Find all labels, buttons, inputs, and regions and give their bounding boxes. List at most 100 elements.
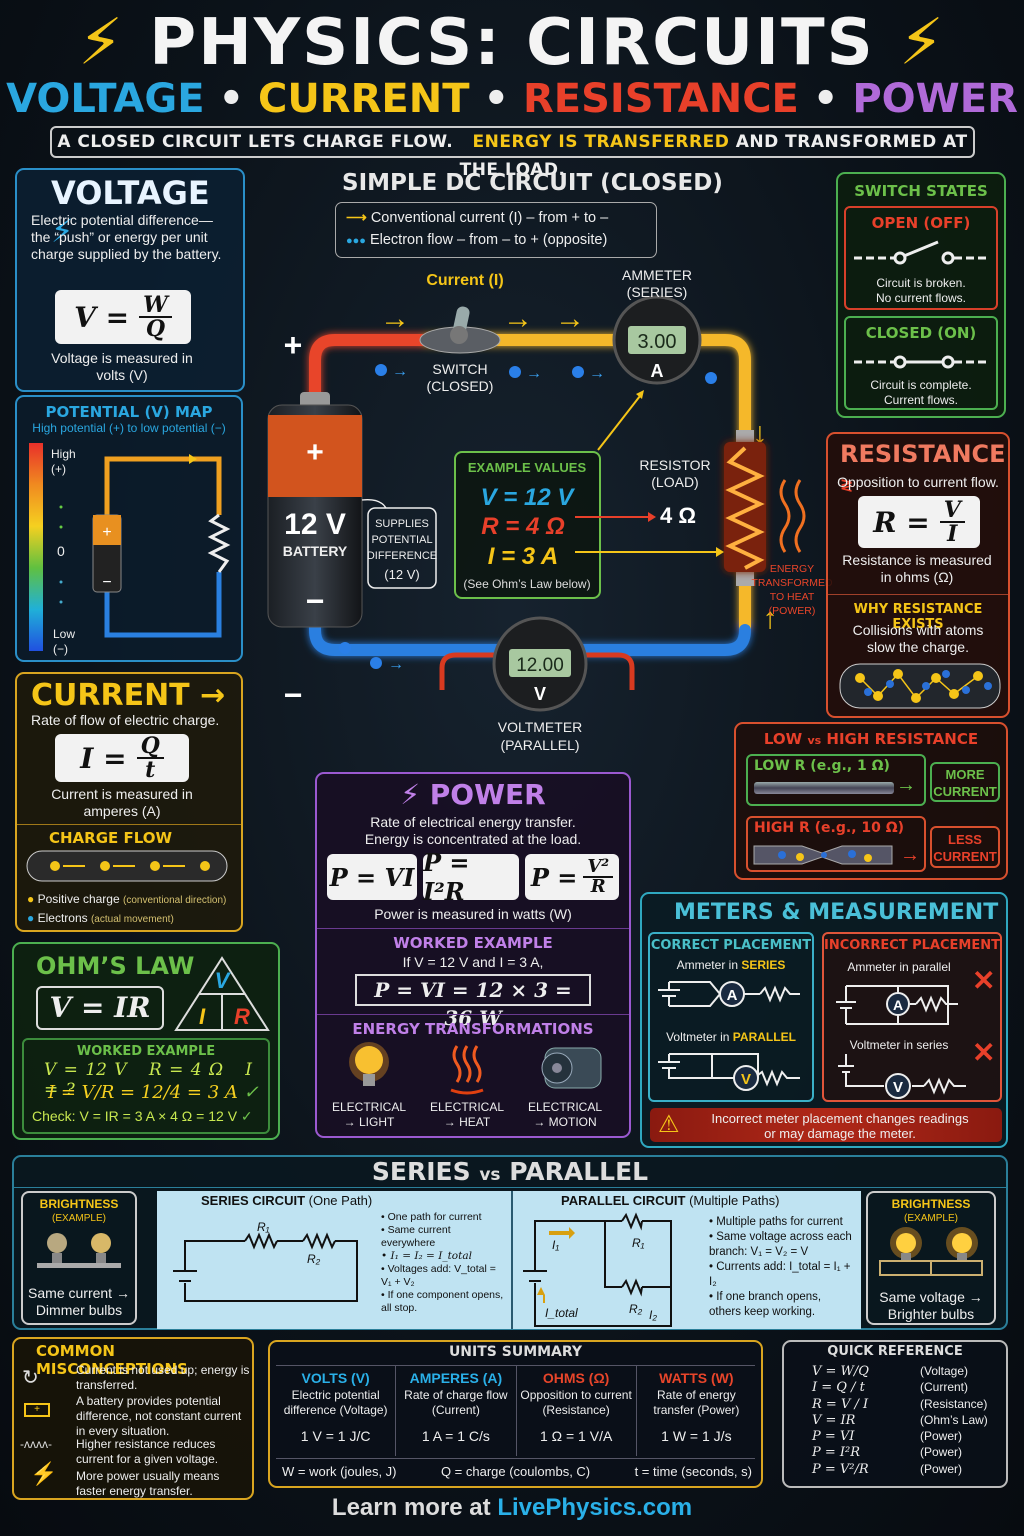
numerator: Q xyxy=(136,735,164,759)
label-text: Voltmeter in xyxy=(666,1030,730,1044)
zigzag-icon: ≷ xyxy=(840,475,854,494)
bright-bulbs-card: BRIGHTNESS (EXAMPLE) Same voltage →Brigh… xyxy=(866,1191,996,1325)
motor-icon xyxy=(541,1047,602,1089)
resistance-description: Opposition to current flow. xyxy=(837,474,999,490)
battery-voltage: 12 V xyxy=(284,508,346,541)
banner-text: A CLOSED CIRCUIT LETS CHARGE FLOW. xyxy=(57,132,454,152)
voltage-unit-note: Voltage is measured in volts (V) xyxy=(51,350,193,383)
ref-formula: P = V²/R xyxy=(812,1461,869,1477)
supplies-text: DIFFERENCE xyxy=(367,550,437,562)
title-vs: vs xyxy=(807,734,822,747)
resistor-label: RESISTOR xyxy=(639,457,710,473)
svg-text:→: → xyxy=(589,365,605,382)
atom-collision-tube xyxy=(839,663,1001,709)
parallel-title-text: PARALLEL CIRCUIT xyxy=(561,1193,686,1208)
formula-lhs: I = xyxy=(80,741,127,775)
power-worked-title: WORKED EXAMPLE xyxy=(393,934,553,952)
unit-desc: Rate of charge flow (Current) xyxy=(404,1388,508,1417)
misconception-item: More power usually means faster energy t… xyxy=(76,1469,220,1498)
brightness-title: BRIGHTNESS xyxy=(39,1197,119,1211)
legend-note: (actual movement) xyxy=(90,914,174,925)
misconception-item: Current is not used up; energy is transf… xyxy=(76,1363,250,1392)
warning-banner: ⚠ Incorrect meter placement changes read… xyxy=(650,1108,1002,1142)
legend-note: (conventional direction) xyxy=(122,895,227,906)
triangle-v: V xyxy=(215,968,232,993)
transform-to: → MOTION xyxy=(533,1115,597,1129)
dim-bulbs-icon xyxy=(37,1233,121,1268)
desc-line: Energy is concentrated at the load. xyxy=(364,831,582,847)
given-v: V = 12 V xyxy=(44,1060,127,1080)
voltmeter-symbol: V xyxy=(893,1079,903,1096)
warning-text: Incorrect meter placement changes readin… xyxy=(690,1111,990,1141)
zero-label: 0 xyxy=(57,543,65,559)
numerator: W xyxy=(139,294,172,318)
open-desc: Circuit is broken.No current flows. xyxy=(846,276,996,306)
divider xyxy=(14,1187,1006,1188)
resistor-sublabel: (LOAD) xyxy=(651,474,698,490)
circuit-comparison: SERIES CIRCUIT (One Path) PARALLEL CIRCU… xyxy=(157,1191,861,1329)
energy-transformations-title: ENERGY TRANSFORMATIONS xyxy=(352,1020,594,1038)
switch-open-card: OPEN (OFF) Circuit is broken.No current … xyxy=(844,206,998,310)
legend-text: Electron flow – from – to + (opposite) xyxy=(369,232,608,248)
electron-dots xyxy=(339,364,717,669)
meters-title: METERS & MEASUREMENT xyxy=(674,900,999,925)
label-r2: R₂ xyxy=(307,1252,321,1266)
legend-label: Electrons xyxy=(37,911,88,925)
low-sign: (−) xyxy=(53,642,68,656)
ammeter-series-label: Ammeter in SERIES xyxy=(650,958,812,973)
ref-formula: V = W/Q xyxy=(812,1364,869,1379)
battery-label: BATTERY xyxy=(283,543,348,559)
given-values: V = 12 V R = 4 Ω I = ? xyxy=(44,1060,268,1100)
energy-note: TRANSFORMED xyxy=(751,577,833,589)
unit-desc: Rate of energy transfer (Power) xyxy=(653,1388,740,1417)
dim-bulbs-card: BRIGHTNESS (EXAMPLE) Same current →Dimme… xyxy=(21,1191,137,1325)
separator: • xyxy=(218,76,245,122)
transform-to: → HEAT xyxy=(443,1115,491,1129)
closed-title: CLOSED (ON) xyxy=(865,324,977,342)
lightning-icon: ⚡ xyxy=(30,1461,58,1486)
low-high-resistance-panel: LOW vs HIGH RESISTANCE LOW R (e.g., 1 Ω)… xyxy=(734,722,1008,880)
divider xyxy=(828,594,1008,595)
desc-line: Circuit is broken. xyxy=(876,276,966,290)
denominator: Q xyxy=(145,316,166,342)
subtitle-resistance: RESISTANCE xyxy=(522,76,799,122)
footnote-item: t = time (seconds, s) xyxy=(634,1464,752,1479)
unit-eq: 1 Ω = 1 V/A xyxy=(539,1428,613,1444)
legend-label: Positive charge xyxy=(37,892,120,906)
subtitle: VOLTAGE • CURRENT • RESISTANCE • POWER xyxy=(0,76,1024,122)
high-text: High xyxy=(51,447,76,461)
title-part: PARALLEL xyxy=(509,1157,649,1186)
power-title: ⚡ POWER xyxy=(317,778,629,811)
footnote-item: Q = charge (coulombs, C) xyxy=(440,1464,591,1479)
bullet: • If one branch opens, others keep worki… xyxy=(709,1291,822,1318)
legend-positive-charge: ● Positive charge (conventional directio… xyxy=(27,892,226,908)
legend-electrons: ● Electrons (actual movement) xyxy=(27,911,174,927)
warning-line: or may damage the meter. xyxy=(764,1126,916,1141)
low-high-title: LOW vs HIGH RESISTANCE xyxy=(736,730,1006,748)
misconception-item: Higher resistance reduces current for a … xyxy=(76,1437,219,1466)
desc-line: Circuit is complete. xyxy=(870,378,972,392)
power-formula-i2r: P = I²R xyxy=(423,848,519,906)
transform-light: ELECTRICAL→ LIGHT xyxy=(331,1100,407,1130)
switch-label: SWITCH xyxy=(432,361,487,377)
divider xyxy=(317,928,629,929)
incorrect-x-icon: ✕ xyxy=(972,1037,996,1068)
given-r: R = 4 Ω xyxy=(148,1060,224,1080)
meters-panel: METERS & MEASUREMENT CORRECT PLACEMENT A… xyxy=(640,892,1008,1148)
divider xyxy=(276,1458,755,1459)
footer-link[interactable]: LivePhysics.com xyxy=(497,1494,693,1521)
correct-title: CORRECT PLACEMENT xyxy=(650,938,812,953)
battery-plus: + xyxy=(102,524,111,541)
title-part: LOW xyxy=(763,730,803,748)
label-r1: R₁ xyxy=(632,1236,645,1250)
incorrect-x-icon: ✕ xyxy=(972,965,996,996)
quick-ref-row: R = V / I(Resistance) xyxy=(812,1397,992,1413)
battery-plus-icon: + xyxy=(306,436,324,469)
narrow-wire: → xyxy=(753,844,920,866)
arrow-right-icon: ⟶ xyxy=(346,210,367,226)
voltage-title: VOLTAGE ⚡ xyxy=(51,174,243,250)
voltage-title-text: VOLTAGE xyxy=(51,174,210,212)
desc-line: No current flows. xyxy=(875,291,967,305)
